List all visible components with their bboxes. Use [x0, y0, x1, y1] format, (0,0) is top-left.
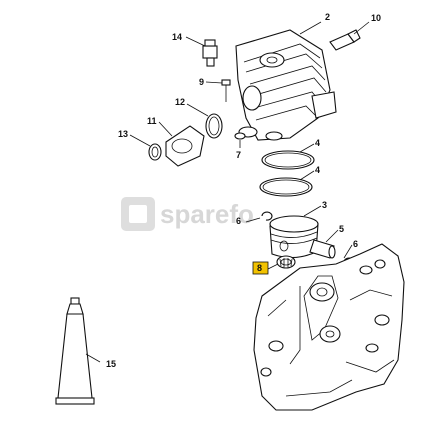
callout-3: 3 [322, 200, 327, 210]
callout-2: 2 [325, 12, 330, 22]
callout-6-right: 6 [353, 239, 358, 249]
cylinder [235, 29, 337, 141]
washer [234, 132, 246, 140]
spark-plug [202, 39, 218, 67]
decompression-valve [329, 29, 361, 51]
callout-15: 15 [106, 359, 116, 369]
callout-labels: 2 10 14 9 12 11 13 7 4 4 3 6 5 6 8 15 [106, 12, 381, 369]
callout-4-lower: 4 [315, 165, 320, 175]
highlight-box-8 [252, 261, 269, 275]
callout-10: 10 [371, 13, 381, 23]
piston [269, 215, 319, 259]
watermark: sparefo [121, 197, 254, 231]
callout-12: 12 [175, 97, 185, 107]
leader-lines [85, 21, 370, 363]
callout-7: 7 [236, 150, 241, 160]
callout-4-upper: 4 [315, 138, 320, 148]
circlip-left [261, 211, 273, 221]
piston-rings [259, 150, 315, 197]
callout-8: 8 [257, 263, 262, 273]
callout-11: 11 [147, 116, 157, 126]
callout-5: 5 [339, 224, 344, 234]
flange-ring [205, 113, 223, 139]
grease-tube [55, 297, 95, 405]
watermark-text: sparefo [160, 199, 254, 229]
callout-14: 14 [172, 32, 182, 42]
gasket [148, 143, 162, 161]
screw [221, 79, 231, 102]
piston-pin [309, 239, 336, 259]
intake-manifold [165, 125, 205, 167]
callout-9: 9 [199, 77, 204, 87]
callout-13: 13 [118, 129, 128, 139]
callout-6-left: 6 [236, 216, 241, 226]
needle-cage [276, 255, 296, 269]
crankcase [253, 243, 405, 411]
